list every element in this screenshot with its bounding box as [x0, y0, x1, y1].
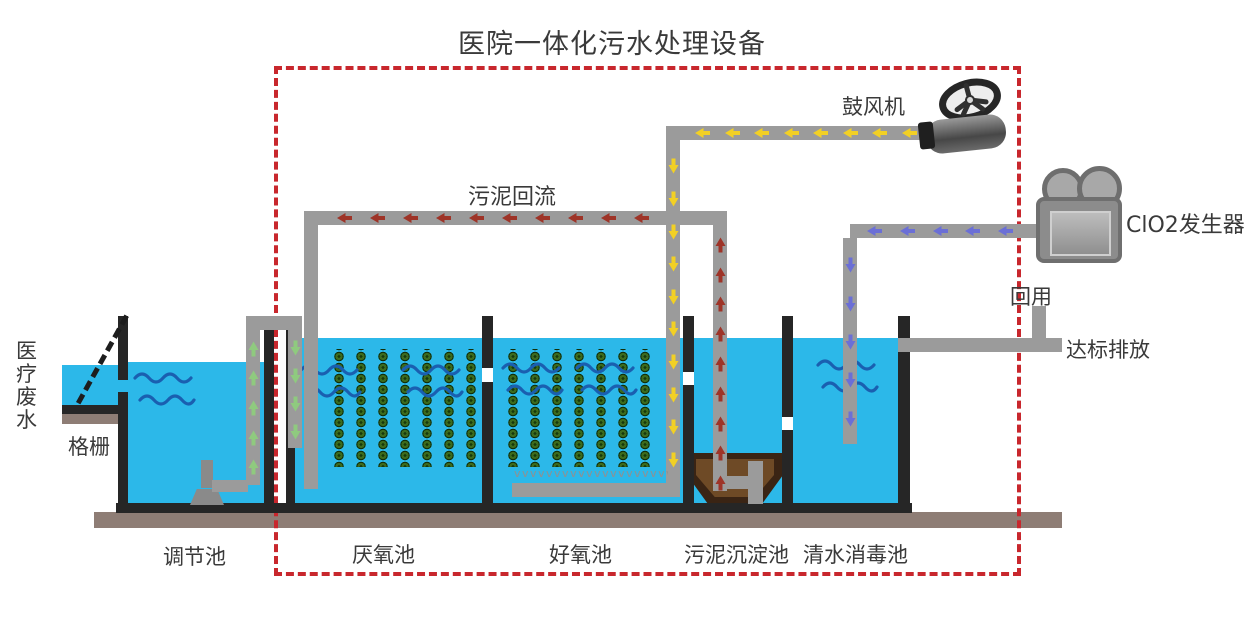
regulation-tank-water [128, 362, 264, 503]
medical-wastewater-label: 医疗废水 [16, 339, 37, 432]
inlet-channel-water [62, 365, 128, 407]
tank-wall [683, 385, 694, 503]
tank-wall [118, 392, 128, 503]
transfer-flow-arrows [246, 334, 260, 482]
transfer-flow-arrows [288, 334, 302, 446]
clo2-flow-arrows [843, 246, 857, 438]
sludge-suction-pipe [748, 461, 763, 504]
aeration-header-pipe [512, 483, 680, 497]
airflow-arrows [688, 126, 924, 140]
tank-wall [264, 316, 274, 503]
aeration-bubbles: vvvvvvvvvvvvvvvvvvvvvvvvvv [514, 467, 668, 480]
blower-label: 鼓风机 [842, 95, 905, 119]
tank-wall [482, 316, 493, 368]
tank-wall [782, 316, 793, 417]
sludge-return-arrows [328, 211, 658, 225]
tank-floor [116, 503, 912, 513]
pump-base [190, 489, 224, 505]
screen-label: 格栅 [68, 435, 110, 459]
water-waves-icon [400, 360, 466, 402]
sludge-return-label: 污泥回流 [468, 185, 557, 210]
water-waves-icon [132, 368, 198, 410]
tank-wall [782, 430, 793, 503]
clo2-generator-label: ClO2发生器 [1126, 213, 1245, 238]
biofilm-media-anaerobic [326, 349, 476, 467]
ground-base [94, 512, 1062, 528]
tank-label-sedimentation: 污泥沉淀池 [684, 543, 789, 567]
reuse-branch-pipe [1032, 306, 1046, 340]
tank-label-anaerobic: 厌氧池 [352, 543, 415, 567]
tank-label-regulation: 调节池 [163, 545, 226, 569]
discharge-label: 达标排放 [1066, 338, 1150, 362]
water-waves-icon [574, 358, 640, 400]
transfer-pipe [246, 316, 302, 330]
tank-wall [898, 316, 910, 503]
pump-icon [201, 460, 213, 488]
inlet-platform [62, 414, 128, 424]
tank-wall [118, 316, 128, 380]
tank-label-aerobic: 好氧池 [549, 543, 612, 567]
sludge-return-arrows [713, 230, 727, 498]
inlet-channel-floor [62, 405, 128, 414]
discharge-pipe [898, 338, 1062, 352]
airflow-arrows [666, 150, 680, 476]
sludge-return-drop-pipe [304, 225, 318, 489]
water-waves-icon [500, 358, 566, 400]
tank-wall [482, 382, 493, 503]
tank-label-disinfection: 清水消毒池 [803, 543, 908, 567]
air-down-pipe [666, 138, 680, 483]
transfer-pipe-drop [288, 330, 302, 448]
page-title: 医院一体化污水处理设备 [458, 29, 766, 60]
tank-wall [683, 316, 694, 372]
pump-outlet-pipe [212, 480, 248, 492]
reuse-label: 回用 [1010, 285, 1052, 309]
clo2-flow-arrows [858, 224, 1022, 238]
clo2-generator-panel [1050, 211, 1111, 256]
